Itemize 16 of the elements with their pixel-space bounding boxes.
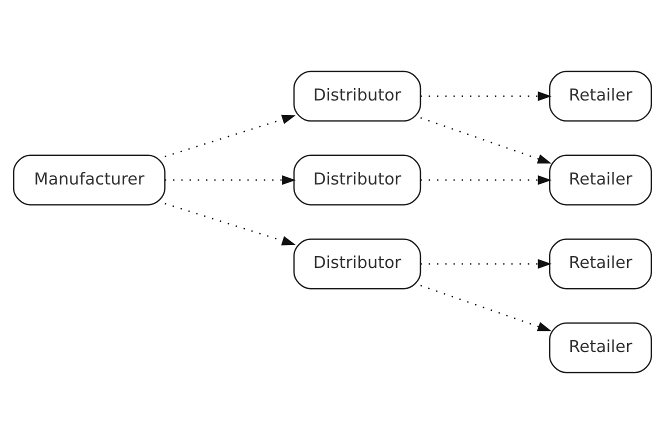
arrow [420, 91, 552, 102]
arrow [420, 259, 552, 269]
node-box: Manufacturer [12, 154, 166, 206]
arrow [164, 202, 296, 246]
node-box: Retailer [548, 322, 652, 374]
node-box: Retailer [548, 154, 652, 206]
node-box: Distributor [293, 154, 422, 206]
arrow [420, 175, 552, 185]
arrow [420, 284, 552, 332]
arrow [164, 114, 296, 158]
node-box: Distributor [293, 238, 422, 290]
node-box: Retailer [548, 70, 652, 122]
arrow [164, 175, 296, 185]
node-box: Distributor [293, 70, 422, 122]
arrow [420, 117, 552, 164]
node-box: Retailer [548, 238, 652, 290]
